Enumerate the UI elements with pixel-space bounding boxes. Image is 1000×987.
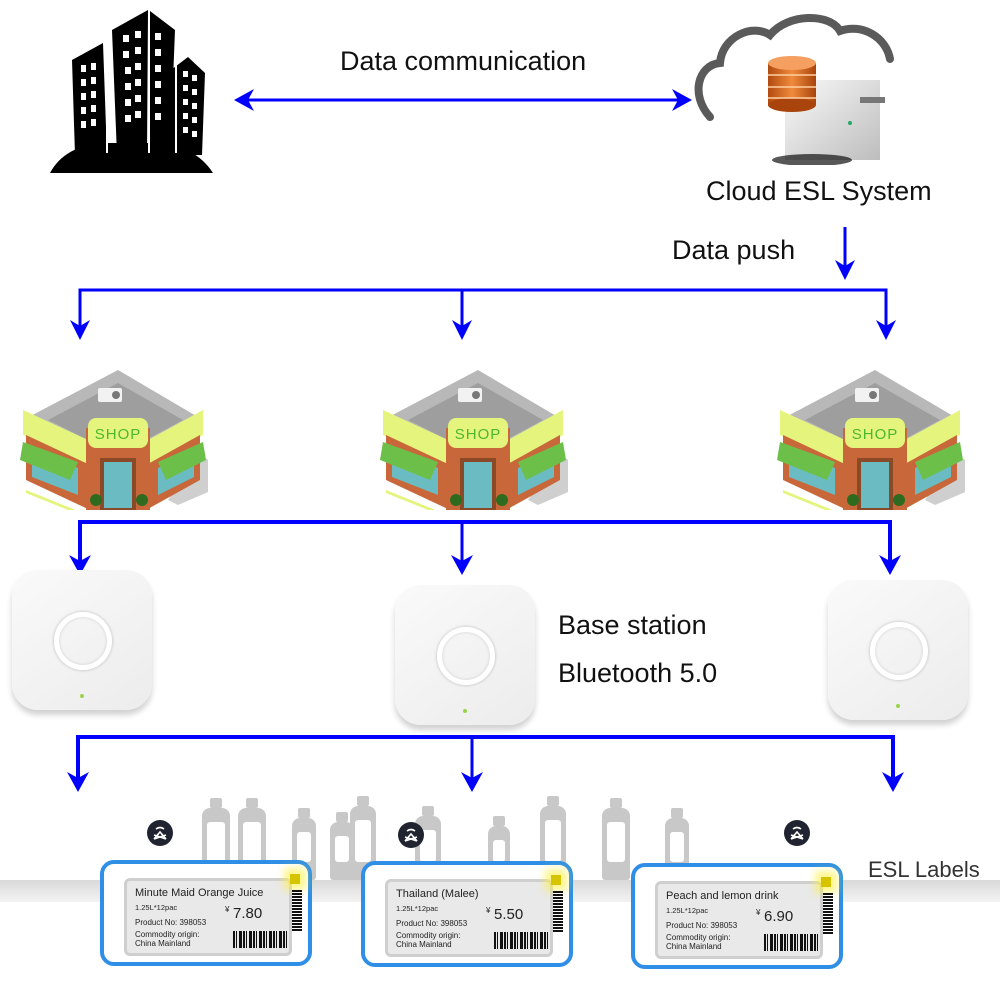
product-spec: 1.25L*12pac bbox=[666, 906, 709, 915]
status-led bbox=[80, 694, 84, 698]
status-led bbox=[896, 704, 900, 708]
product-price: 7.80 bbox=[233, 905, 263, 922]
esl-screen: Peach and lemon drink 1.25L*12pac Produc… bbox=[655, 881, 823, 959]
shop-icon: SHOP bbox=[380, 370, 568, 510]
bluetooth-label: Bluetooth 5.0 bbox=[558, 658, 718, 688]
barcode-icon bbox=[233, 931, 287, 948]
base-station-bus-line bbox=[78, 520, 892, 565]
bottle-icon bbox=[602, 798, 630, 880]
data-push-label: Data push bbox=[672, 235, 796, 265]
base-station-2 bbox=[395, 585, 535, 725]
arrowhead-shop-1 bbox=[70, 320, 90, 340]
shop-sign: SHOP bbox=[95, 426, 142, 443]
currency-symbol: ¥ bbox=[486, 906, 491, 915]
arrowhead-bs-2 bbox=[451, 555, 473, 575]
base-station-ring bbox=[870, 622, 928, 680]
arrowhead-esl-2 bbox=[461, 772, 483, 792]
data-communication-label: Data communication bbox=[340, 46, 587, 76]
esl-label-3: Peach and lemon drink 1.25L*12pac Produc… bbox=[631, 863, 843, 969]
arrowhead-shop-2 bbox=[452, 320, 472, 340]
base-station-ring bbox=[54, 612, 112, 670]
product-number: Product No: 398053 bbox=[396, 919, 468, 928]
shop-icon: SHOP bbox=[20, 370, 208, 510]
base-station-label: Base station bbox=[558, 610, 707, 640]
esl-labels-label: ESL Labels bbox=[868, 857, 980, 882]
esl-bus-line bbox=[76, 735, 895, 782]
product-number: Product No: 398053 bbox=[135, 918, 207, 927]
office-buildings-icon bbox=[50, 10, 213, 173]
product-number: Product No: 398053 bbox=[666, 921, 738, 930]
product-spec: 1.25L*12pac bbox=[135, 903, 178, 912]
product-name: Peach and lemon drink bbox=[666, 890, 779, 902]
status-led bbox=[463, 709, 467, 713]
bluetooth-icon bbox=[147, 820, 173, 846]
esl-screen: Thailand (Malee) 1.25L*12pac Product No:… bbox=[385, 879, 553, 957]
arrowhead-bs-1 bbox=[69, 555, 91, 575]
vertical-barcode-icon bbox=[553, 891, 563, 933]
arrowhead-bs-3 bbox=[879, 555, 901, 575]
barcode-icon bbox=[764, 934, 818, 951]
shop-sign: SHOP bbox=[455, 426, 502, 443]
vertical-barcode-icon bbox=[823, 893, 833, 935]
product-spec: 1.25L*12pac bbox=[396, 904, 439, 913]
shop-icon: SHOP bbox=[777, 370, 965, 510]
cloud-server-icon bbox=[694, 14, 894, 165]
bluetooth-icon bbox=[784, 820, 810, 846]
product-origin: Commodity origin:China Mainland bbox=[396, 931, 461, 949]
arrowhead-right bbox=[672, 89, 692, 111]
vertical-barcode-icon bbox=[292, 890, 302, 932]
arrowhead-esl-3 bbox=[882, 772, 904, 792]
product-name: Minute Maid Orange Juice bbox=[135, 887, 264, 899]
product-price: 5.50 bbox=[494, 906, 524, 923]
base-station-3 bbox=[828, 580, 968, 720]
cloud-esl-system-label: Cloud ESL System bbox=[706, 176, 932, 206]
esl-label-2: Thailand (Malee) 1.25L*12pac Product No:… bbox=[361, 861, 573, 967]
esl-screen: Minute Maid Orange Juice 1.25L*12pac Pro… bbox=[124, 878, 292, 956]
esl-label-1: Minute Maid Orange Juice 1.25L*12pac Pro… bbox=[100, 860, 312, 966]
base-station-ring bbox=[437, 627, 495, 685]
arrowhead-left bbox=[234, 89, 254, 111]
barcode-icon bbox=[494, 932, 548, 949]
currency-symbol: ¥ bbox=[225, 905, 230, 914]
base-station-1 bbox=[12, 570, 152, 710]
product-name: Thailand (Malee) bbox=[396, 888, 479, 900]
shop-bus-line bbox=[78, 288, 888, 330]
led-indicator-icon bbox=[551, 875, 561, 885]
arrowhead-esl-1 bbox=[67, 772, 89, 792]
arrowhead-shop-3 bbox=[876, 320, 896, 340]
shop-sign: SHOP bbox=[852, 426, 899, 443]
currency-symbol: ¥ bbox=[756, 908, 761, 917]
product-origin: Commodity origin:China Mainland bbox=[666, 933, 731, 951]
product-price: 6.90 bbox=[764, 908, 794, 925]
bluetooth-icon bbox=[398, 822, 424, 848]
led-indicator-icon bbox=[821, 877, 831, 887]
led-indicator-icon bbox=[290, 874, 300, 884]
product-origin: Commodity origin:China Mainland bbox=[135, 930, 200, 948]
